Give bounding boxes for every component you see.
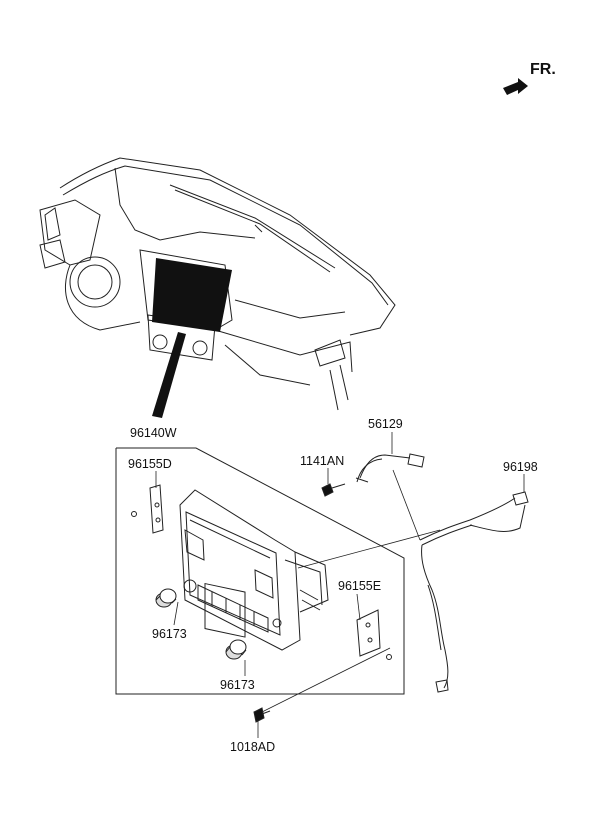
callout-56129: 56129 bbox=[368, 417, 403, 431]
callout-96173-upper: 96173 bbox=[152, 627, 187, 641]
assembly-leader-arrow bbox=[152, 332, 186, 418]
bolt-icon bbox=[321, 483, 346, 497]
callout-1141an: 1141AN bbox=[300, 454, 345, 468]
assembly-boundary-box bbox=[115, 447, 405, 695]
dashboard-overview bbox=[39, 157, 396, 411]
callout-96155e: 96155E bbox=[338, 579, 382, 593]
right-bracket-icon bbox=[356, 609, 392, 660]
callout-1018ad: 1018AD bbox=[230, 740, 276, 754]
leader-lines bbox=[155, 432, 525, 738]
knob-lower-icon bbox=[225, 639, 247, 660]
wiring-harness-icon bbox=[419, 491, 529, 693]
front-direction-arrow-icon bbox=[503, 78, 528, 95]
left-bracket-icon bbox=[131, 484, 164, 534]
callout-96140w: 96140W bbox=[130, 426, 177, 440]
callout-96173-lower: 96173 bbox=[220, 678, 255, 692]
callout-96198: 96198 bbox=[503, 460, 538, 474]
screw-icon bbox=[253, 707, 271, 723]
display-panel-highlight bbox=[152, 258, 232, 332]
callout-96155d: 96155D bbox=[128, 457, 172, 471]
knob-upper-icon bbox=[155, 588, 177, 608]
climate-control-unit bbox=[179, 489, 329, 651]
sensor-harness-icon bbox=[355, 453, 425, 483]
front-direction-label: FR. bbox=[530, 61, 556, 78]
